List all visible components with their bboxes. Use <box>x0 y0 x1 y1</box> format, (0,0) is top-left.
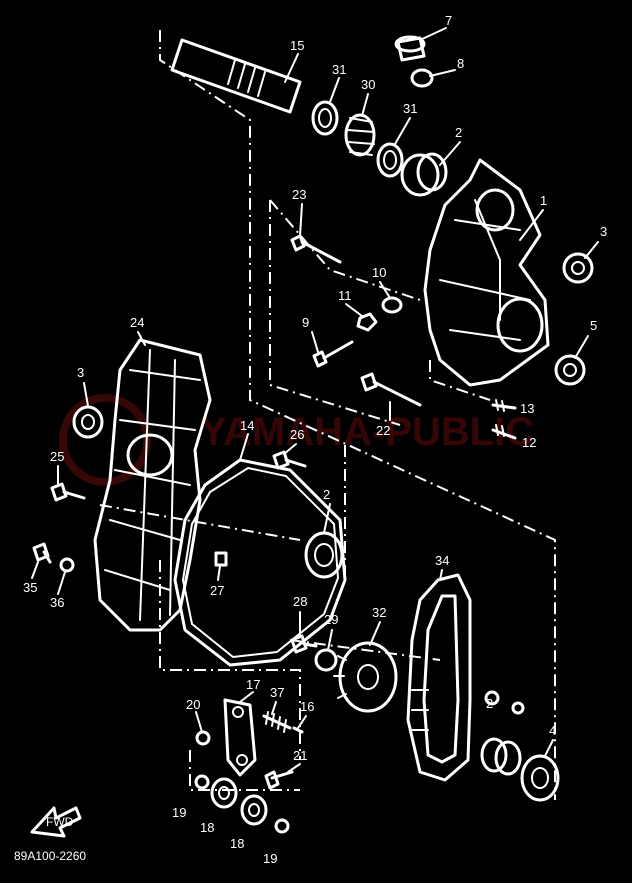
bearing-part-18-left <box>210 777 238 809</box>
callout-28: 28 <box>293 594 307 609</box>
dowel-part-27 <box>214 551 228 567</box>
bolt-part-25 <box>50 482 86 502</box>
callout-17: 17 <box>246 677 260 692</box>
diagram-code: 89A100-2260 <box>14 849 86 863</box>
callout-2: 2 <box>455 125 462 140</box>
bolt-part-9 <box>312 340 354 368</box>
bearing-part-2-bottom <box>480 737 522 776</box>
bolt-part-12 <box>491 424 517 440</box>
callout-4: 4 <box>549 723 556 738</box>
callout-2c: 2 <box>486 696 493 711</box>
callout-2b: 2 <box>323 487 330 502</box>
callout-31b: 31 <box>403 101 417 116</box>
bearing-part-31-left <box>311 100 339 136</box>
case-cover-part-24 <box>93 338 212 632</box>
callout-30: 30 <box>361 77 375 92</box>
callout-18b: 18 <box>230 836 244 851</box>
guide-lines <box>99 30 556 800</box>
bolt-part-35 <box>32 542 52 564</box>
plug-part-7 <box>394 35 426 62</box>
callout-24: 24 <box>130 315 144 330</box>
callout-7: 7 <box>445 13 452 28</box>
watermark-text: YAMAHA-PUBLIC <box>200 410 534 454</box>
bearing-part-4 <box>520 754 560 802</box>
bolt-part-21 <box>264 770 294 790</box>
gear-part-30 <box>344 113 376 157</box>
callout-8: 8 <box>457 56 464 71</box>
callout-21: 21 <box>293 748 307 763</box>
shaft-part-15 <box>170 38 302 114</box>
callout-13: 13 <box>520 401 534 416</box>
bolt-part-26 <box>272 450 307 470</box>
callout-37: 37 <box>270 685 284 700</box>
gear-case-part-1 <box>423 158 550 387</box>
callout-11: 11 <box>338 288 352 303</box>
callout-labels: 1 2 3 5 7 8 9 10 11 12 13 15 22 23 30 31… <box>23 13 607 866</box>
callout-14: 14 <box>240 418 254 433</box>
callout-23: 23 <box>292 187 306 202</box>
fwd-label: FWD <box>46 815 74 829</box>
fwd-arrow-icon: FWD <box>30 806 82 838</box>
callout-27: 27 <box>210 583 224 598</box>
bolt-part-28 <box>290 634 318 654</box>
chain-part-34 <box>406 573 472 782</box>
callout-20: 20 <box>186 697 200 712</box>
washer-part-19-right <box>274 818 290 834</box>
bolt-part-13 <box>491 399 517 412</box>
bolt-part-23 <box>290 234 342 264</box>
bolt-part-16 <box>292 726 304 734</box>
washer-part-20 <box>195 730 211 746</box>
callout-19b: 19 <box>263 851 277 866</box>
nut-part-11 <box>356 312 378 332</box>
callout-25: 25 <box>50 449 64 464</box>
callout-1: 1 <box>540 193 547 208</box>
spring-part-37 <box>262 711 292 733</box>
seal-part-5 <box>554 354 586 386</box>
bearing-part-31-right <box>376 142 404 178</box>
bearing-part-2-top <box>400 152 448 197</box>
washer-part-8 <box>410 68 434 88</box>
callout-34: 34 <box>435 553 449 568</box>
washer-part-36 <box>59 557 75 573</box>
callout-3: 3 <box>600 224 607 239</box>
callout-36: 36 <box>50 595 64 610</box>
callout-16: 16 <box>300 699 314 714</box>
callout-9: 9 <box>302 315 309 330</box>
tensioner-arm-part-17 <box>223 698 257 777</box>
callout-19a: 19 <box>172 805 186 820</box>
callout-29: 29 <box>324 612 338 627</box>
callout-35: 35 <box>23 580 37 595</box>
seal-part-3-left <box>72 405 104 439</box>
callout-15: 15 <box>290 38 304 53</box>
callout-31a: 31 <box>332 62 346 77</box>
gasket-part-14 <box>173 458 347 667</box>
callout-26: 26 <box>290 427 304 442</box>
callout-22: 22 <box>376 423 390 438</box>
callout-5: 5 <box>590 318 597 333</box>
seal-part-3-right <box>562 252 594 284</box>
callout-32: 32 <box>372 605 386 620</box>
watermark: YAMAHA-PUBLIC <box>59 394 534 486</box>
washer-part-19-left <box>194 774 210 790</box>
callout-3b: 3 <box>77 365 84 380</box>
sprocket-part-32 <box>333 641 398 713</box>
washer-part-10 <box>381 296 403 314</box>
callout-10: 10 <box>372 265 386 280</box>
washer-part-29 <box>314 648 338 672</box>
callout-18a: 18 <box>200 820 214 835</box>
bearing-part-18-right <box>240 794 268 826</box>
washer-part-right-small <box>484 690 525 715</box>
callout-12: 12 <box>522 435 536 450</box>
bolt-part-22 <box>360 372 422 407</box>
leader-lines <box>31 27 599 773</box>
